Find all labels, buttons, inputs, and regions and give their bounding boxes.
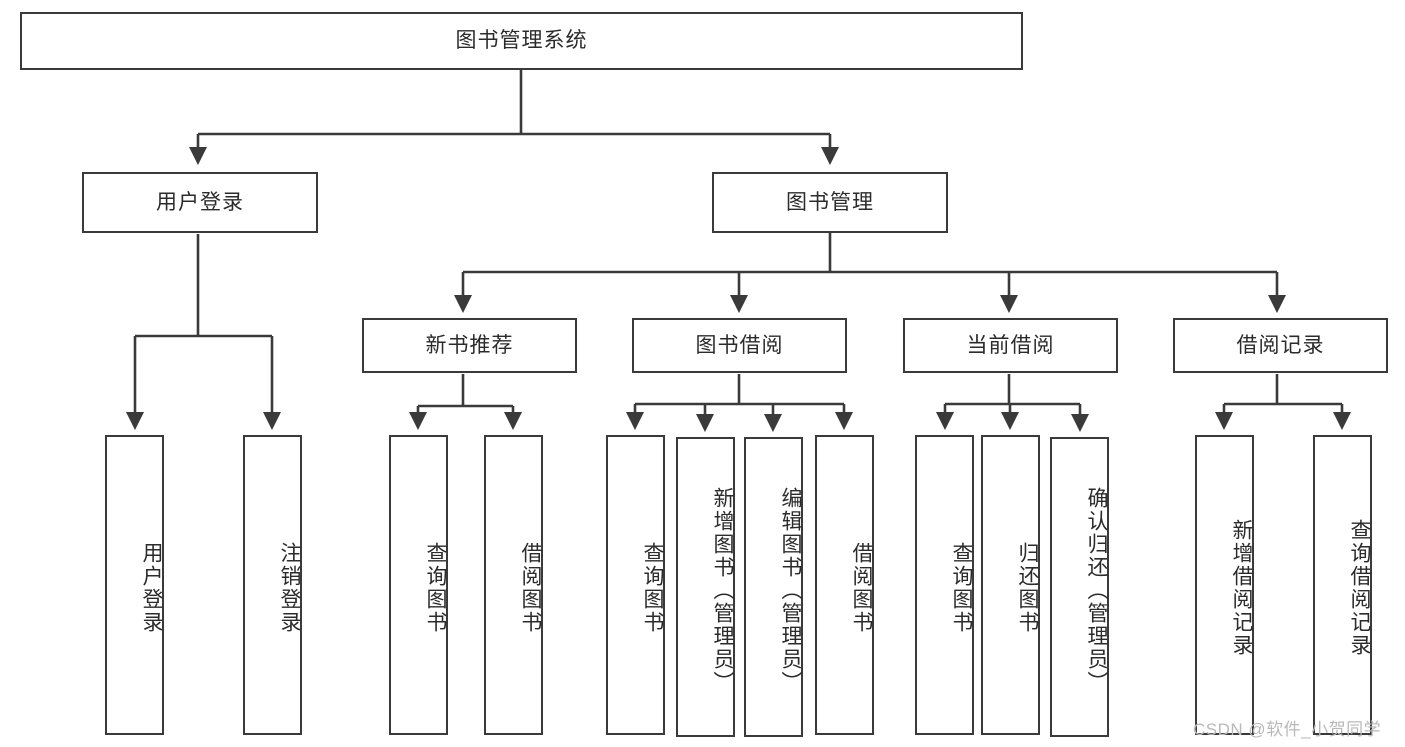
node-leaf-return-book[interactable]: 归还图书 bbox=[981, 435, 1040, 735]
node-label: 注销登录 bbox=[278, 542, 301, 634]
node-label: 用户登录 bbox=[156, 190, 244, 214]
node-label: 用户登录 bbox=[140, 542, 163, 634]
node-leaf-query-book-current[interactable]: 查询图书 bbox=[915, 435, 974, 735]
node-label: 当前借阅 bbox=[966, 333, 1055, 357]
node-current-borrowing[interactable]: 当前借阅 bbox=[903, 318, 1118, 373]
node-leaf-add-book-admin[interactable]: 新增图书（管理员） bbox=[676, 437, 735, 737]
node-leaf-logout-login[interactable]: 注销登录 bbox=[243, 435, 302, 735]
csdn-watermark: CSDN @软件_小贺同学 bbox=[1193, 720, 1382, 739]
node-leaf-user-login[interactable]: 用户登录 bbox=[105, 435, 164, 735]
node-leaf-query-book-borrow[interactable]: 查询图书 bbox=[606, 435, 665, 735]
node-label: 图书管理系统 bbox=[455, 29, 588, 53]
node-user-login[interactable]: 用户登录 bbox=[82, 172, 318, 233]
node-label: 借阅图书 bbox=[519, 542, 542, 634]
node-label: 新增图书（管理员） bbox=[711, 486, 734, 694]
node-label: 图书管理 bbox=[786, 190, 874, 214]
node-book-management[interactable]: 图书管理 bbox=[712, 172, 948, 233]
node-leaf-confirm-return-admin[interactable]: 确认归还（管理员） bbox=[1050, 437, 1109, 737]
node-label: 确认归还（管理员） bbox=[1085, 486, 1108, 694]
node-label: 新增借阅记录 bbox=[1230, 519, 1253, 657]
node-label: 查询图书 bbox=[641, 542, 664, 634]
node-label: 归还图书 bbox=[1016, 542, 1039, 634]
node-leaf-edit-book-admin[interactable]: 编辑图书（管理员） bbox=[744, 437, 803, 737]
node-new-book-recommendation[interactable]: 新书推荐 bbox=[362, 318, 577, 373]
node-label: 查询图书 bbox=[950, 542, 973, 634]
node-label: 借阅图书 bbox=[850, 542, 873, 634]
node-label: 查询借阅记录 bbox=[1348, 519, 1371, 657]
node-label: 图书借阅 bbox=[695, 333, 784, 357]
node-label: 借阅记录 bbox=[1236, 333, 1325, 357]
node-leaf-borrow-book-recommend[interactable]: 借阅图书 bbox=[484, 435, 543, 735]
node-label: 新书推荐 bbox=[425, 333, 514, 357]
node-leaf-add-borrow-record[interactable]: 新增借阅记录 bbox=[1195, 435, 1254, 735]
node-label: 编辑图书（管理员） bbox=[779, 486, 802, 694]
node-root-book-management-system[interactable]: 图书管理系统 bbox=[20, 12, 1023, 70]
node-label: 查询图书 bbox=[424, 542, 447, 634]
node-leaf-query-book-recommend[interactable]: 查询图书 bbox=[389, 435, 448, 735]
node-book-borrowing[interactable]: 图书借阅 bbox=[632, 318, 847, 373]
node-leaf-query-borrow-record[interactable]: 查询借阅记录 bbox=[1313, 435, 1372, 735]
node-leaf-borrow-book[interactable]: 借阅图书 bbox=[815, 435, 874, 735]
node-borrowing-records[interactable]: 借阅记录 bbox=[1173, 318, 1388, 373]
